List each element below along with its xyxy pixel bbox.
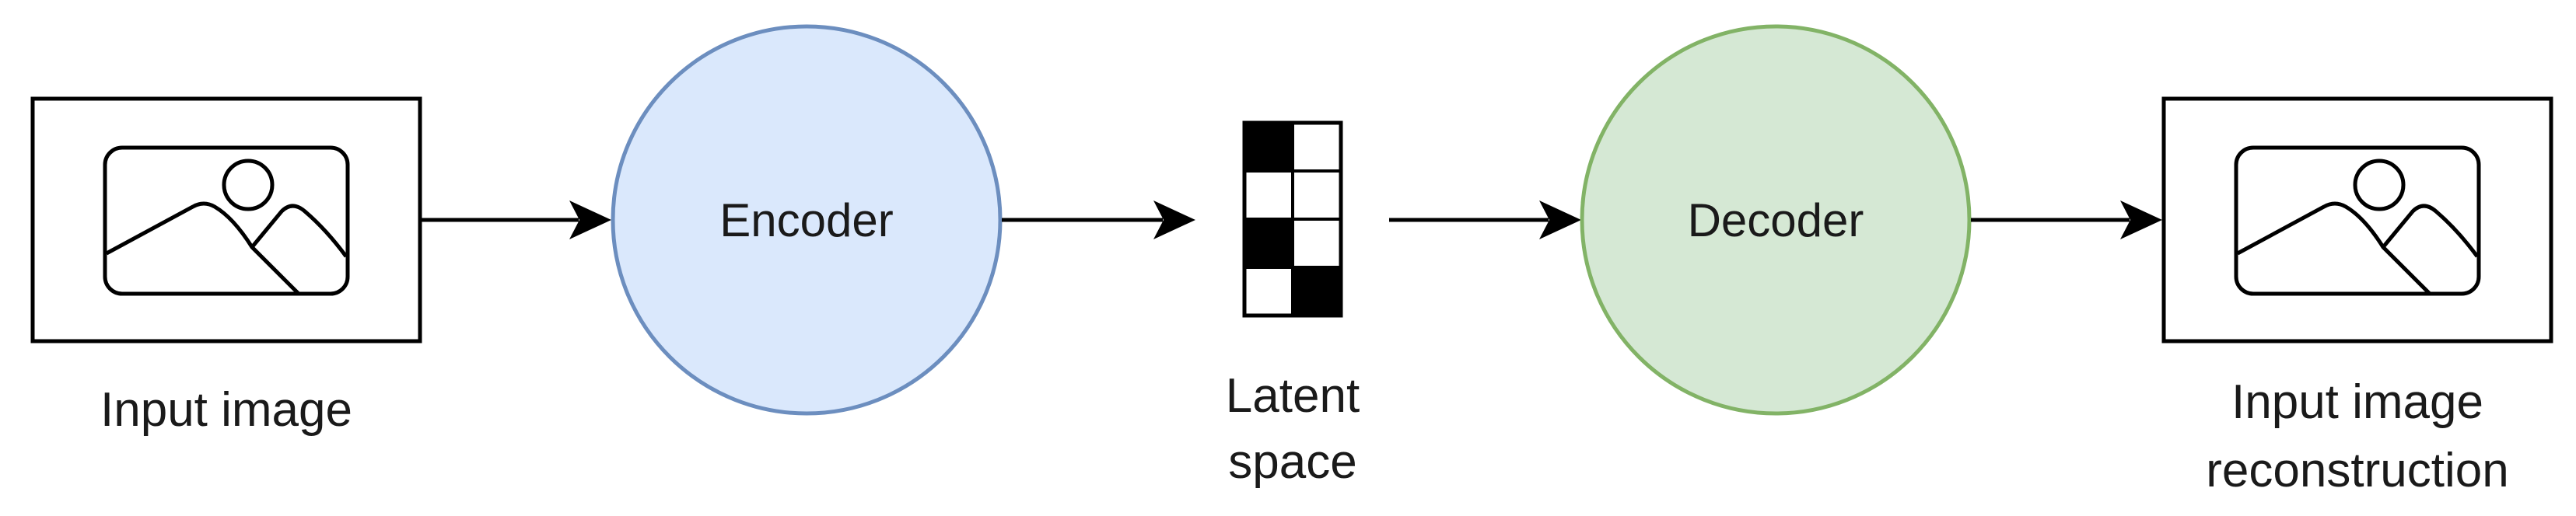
encoder-label: Encoder (719, 194, 893, 246)
input-image-node (30, 96, 422, 343)
output-caption-line1: Input image (2231, 375, 2483, 429)
latent-cell (1291, 218, 1342, 269)
latent-cell (1291, 266, 1342, 317)
image-icon (103, 145, 350, 296)
latent-caption-line2: space (1228, 435, 1356, 489)
latent-cell (1243, 169, 1294, 221)
encoder-circle (611, 24, 1003, 416)
latent-cell (1243, 218, 1294, 269)
latent-caption-line1: Latent (1226, 369, 1360, 423)
encoder-node: Encoder (611, 24, 1003, 416)
output-image-node (2161, 96, 2553, 343)
image-icon (2234, 145, 2481, 296)
output-caption-line2: reconstruction (2206, 444, 2508, 497)
input-image-caption: Input image (100, 383, 352, 437)
arrow-input-to-encoder (420, 200, 611, 239)
arrow-decoder-to-output (1971, 200, 2162, 239)
decoder-node: Decoder (1580, 24, 1972, 416)
latent-grid-icon (1242, 120, 1343, 318)
arrow-encoder-to-latent (1002, 200, 1195, 239)
latent-cell (1291, 169, 1342, 221)
latent-cell (1291, 121, 1342, 173)
decoder-circle (1580, 24, 1972, 416)
latent-cell (1243, 266, 1294, 317)
decoder-label: Decoder (1688, 194, 1864, 246)
latent-grid-border (1242, 120, 1343, 318)
arrow-latent-to-decoder (1389, 200, 1581, 239)
latent-cell (1243, 121, 1294, 173)
